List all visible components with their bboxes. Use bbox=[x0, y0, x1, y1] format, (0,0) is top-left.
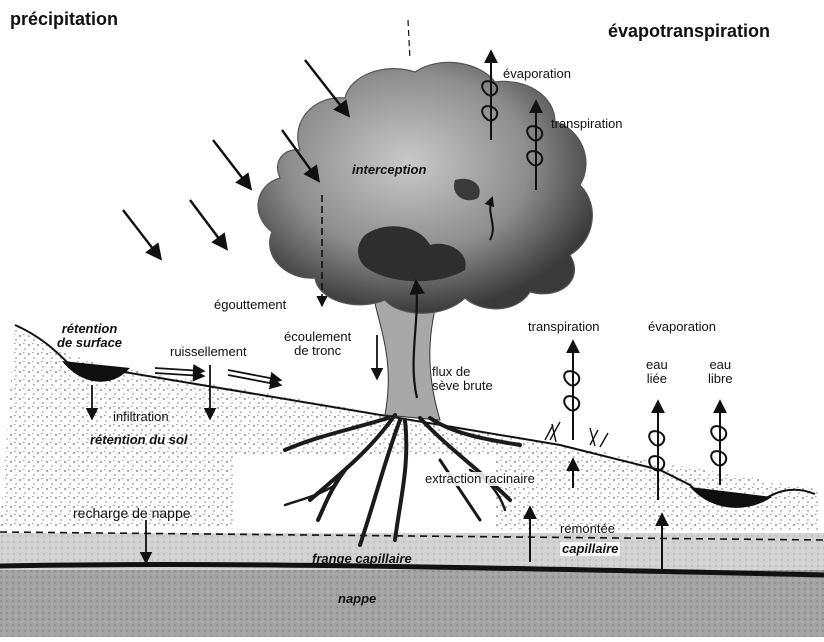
infiltration-label: infiltration bbox=[113, 410, 169, 424]
retention-surface-line2: de surface bbox=[57, 335, 122, 350]
frange-capillaire-label: frange capillaire bbox=[312, 552, 412, 566]
ruissellement-label: ruissellement bbox=[170, 345, 247, 359]
retention-sol-label: rétention du sol bbox=[90, 433, 188, 447]
eau-liee-line1: eau bbox=[646, 357, 668, 372]
eau-libre-label: eau libre bbox=[708, 358, 733, 387]
ecoulement-line2: de tronc bbox=[294, 343, 341, 358]
evaporation-top-label: évaporation bbox=[503, 67, 571, 81]
flux-seve-line1: flux de bbox=[432, 364, 470, 379]
interception-label: interception bbox=[352, 163, 426, 177]
retention-surface-line1: rétention bbox=[62, 321, 118, 336]
evaporation-right-label: évaporation bbox=[648, 320, 716, 334]
extraction-racinaire-label: extraction racinaire bbox=[423, 472, 537, 486]
transpiration-top-label: transpiration bbox=[551, 117, 623, 131]
eau-liee-line2: liée bbox=[647, 371, 667, 386]
egouttement-dashed bbox=[408, 20, 410, 60]
ecoulement-line1: écoulement bbox=[284, 329, 351, 344]
capillaire-label: capillaire bbox=[560, 542, 620, 556]
flux-seve-line2: sève brute bbox=[432, 378, 493, 393]
nappe-layer bbox=[0, 570, 824, 637]
evapotranspiration-label: évapotranspiration bbox=[608, 22, 770, 42]
transpiration-right-label: transpiration bbox=[528, 320, 600, 334]
flux-seve-label: flux de sève brute bbox=[432, 365, 493, 394]
nappe-label: nappe bbox=[338, 592, 376, 606]
ecoulement-label: écoulement de tronc bbox=[282, 330, 353, 359]
egouttement-label: égouttement bbox=[212, 298, 288, 312]
retention-surface-label: rétention de surface bbox=[57, 322, 122, 351]
precipitation-label: précipitation bbox=[10, 10, 118, 30]
eau-libre-line2: libre bbox=[708, 371, 733, 386]
eau-libre-line1: eau bbox=[709, 357, 731, 372]
eau-liee-label: eau liée bbox=[646, 358, 668, 387]
recharge-nappe-label: recharge de nappe bbox=[73, 506, 191, 521]
remontee-label: remontée bbox=[560, 522, 615, 536]
